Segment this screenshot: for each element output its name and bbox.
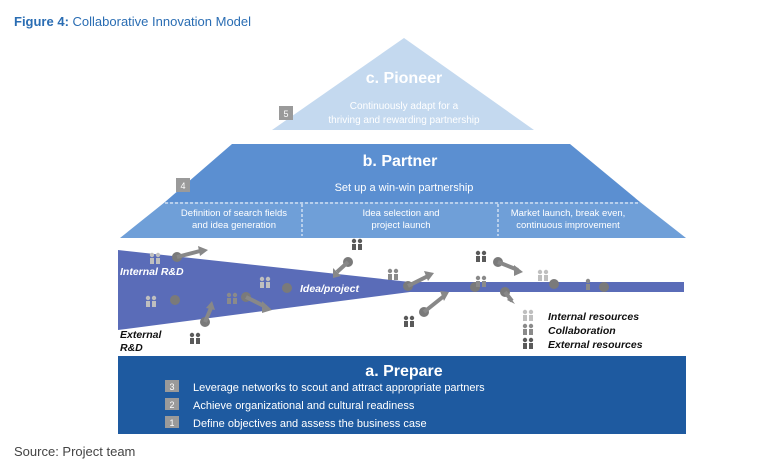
legend-internal-label: Internal resources xyxy=(548,311,639,323)
phase-2-line1: Idea selection and xyxy=(362,208,439,219)
partner-heading: b. Partner xyxy=(363,153,438,170)
figure-title: Figure 4: Collaborative Innovation Model xyxy=(14,14,251,29)
arrow xyxy=(407,274,429,288)
arrow-head xyxy=(206,301,215,310)
figure-title-text: Collaborative Innovation Model xyxy=(72,14,252,29)
people-icons xyxy=(145,238,591,344)
funnel-arrows xyxy=(176,249,519,323)
legend: Internal resources Collaboration Externa… xyxy=(522,309,643,351)
prepare-step-3-text: Leverage networks to scout and attract a… xyxy=(193,382,485,394)
phases-band xyxy=(120,202,686,238)
phase-1-line2: and idea generation xyxy=(192,220,276,231)
pioneer-step-box xyxy=(279,106,293,120)
pioneer-text-line2: thriving and rewarding partnership xyxy=(328,115,480,126)
prepare-step-3-box xyxy=(165,380,179,392)
internal-rd-label: Internal R&D xyxy=(120,266,184,278)
prepare-step-3-number: 3 xyxy=(169,382,174,392)
prepare-step-2-box xyxy=(165,398,179,410)
phase-1-line1: Definition of search fields xyxy=(181,208,287,219)
arrow-heads xyxy=(198,246,523,313)
arrow-head xyxy=(507,297,515,304)
arrow-head xyxy=(440,291,449,301)
prepare-step-1-text: Define objectives and assess the busines… xyxy=(193,418,427,430)
figure-label: Figure 4: xyxy=(14,14,69,29)
funnel-nodes xyxy=(170,252,609,327)
phase-3-line2: continuous improvement xyxy=(516,220,620,231)
legend-item-internal: Internal resources xyxy=(522,309,639,323)
source-note: Source: Project team xyxy=(14,444,136,459)
legend-item-collaboration: Collaboration xyxy=(522,323,616,337)
node xyxy=(599,282,609,292)
node xyxy=(549,279,559,289)
arrow-head xyxy=(262,301,272,313)
node xyxy=(282,283,292,293)
pioneer-triangle xyxy=(272,38,534,130)
arrow xyxy=(203,307,213,323)
legend-external-icon xyxy=(522,337,534,349)
legend-internal-icon xyxy=(522,309,534,321)
collaboration-people-icon xyxy=(226,268,591,304)
external-people-icon xyxy=(189,238,487,344)
external-rd-label-line2: R&D xyxy=(120,342,143,354)
node xyxy=(170,295,180,305)
arrow xyxy=(422,294,446,314)
arrow-head xyxy=(514,265,523,276)
prepare-step-2-number: 2 xyxy=(169,400,174,410)
arrow xyxy=(335,260,350,274)
prepare-heading: a. Prepare xyxy=(365,363,442,380)
arrow-head xyxy=(424,271,434,281)
prepare-step-2-text: Achieve organizational and cultural read… xyxy=(193,400,415,412)
pioneer-text-line1: Continuously adapt for a xyxy=(350,101,459,112)
phase-3-line1: Market launch, break even, xyxy=(511,208,626,219)
arrow-head xyxy=(333,268,341,278)
arrow-head xyxy=(198,246,208,256)
innovation-funnel xyxy=(118,250,684,330)
partner-step-number: 4 xyxy=(180,181,185,191)
external-rd-label-line1: External xyxy=(120,329,163,341)
legend-collaboration-icon xyxy=(522,323,534,335)
partner-step-box xyxy=(176,178,190,192)
partner-trapezoid xyxy=(165,144,640,202)
pioneer-step-number: 5 xyxy=(283,109,288,119)
phase-2-line2: project launch xyxy=(371,220,430,231)
partner-text: Set up a win-win partnership xyxy=(335,182,474,194)
prepare-block xyxy=(118,356,686,434)
arrow xyxy=(176,249,201,259)
legend-item-external: External resources xyxy=(522,337,643,351)
idea-project-label: Idea/project xyxy=(300,283,359,295)
prepare-step-1-box xyxy=(165,416,179,428)
pioneer-heading: c. Pioneer xyxy=(366,70,442,87)
legend-external-label: External resources xyxy=(548,339,643,351)
prepare-step-1-number: 1 xyxy=(169,418,174,428)
legend-collaboration-label: Collaboration xyxy=(548,325,616,337)
internal-people-icon xyxy=(145,252,549,307)
